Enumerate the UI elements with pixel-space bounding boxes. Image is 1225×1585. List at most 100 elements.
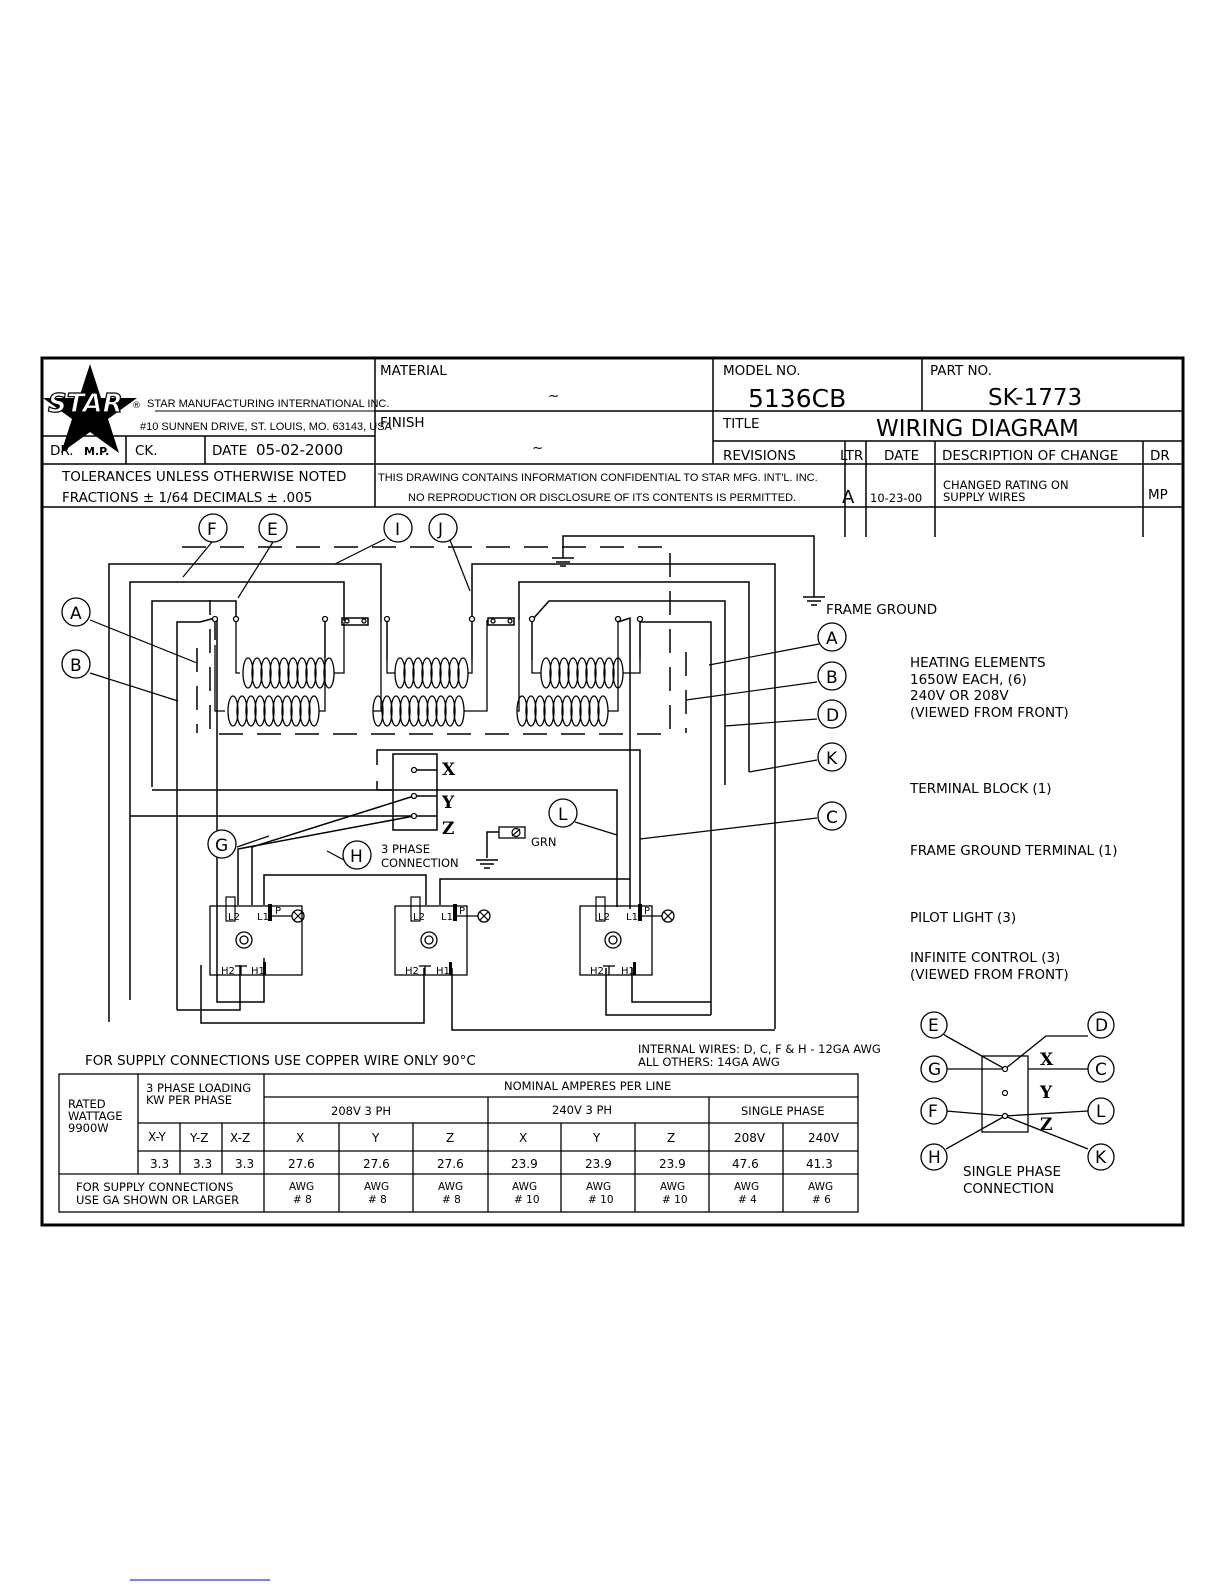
wiring-lines: [108, 535, 815, 1031]
svg-text:# 10: # 10: [662, 1194, 688, 1206]
rated-wattage-value: 9900W: [68, 1121, 109, 1135]
callout-g: G: [207, 829, 237, 859]
svg-text:# 6: # 6: [812, 1194, 831, 1206]
nominal-amperes-header: NOMINAL AMPERES PER LINE: [504, 1079, 671, 1093]
svg-text:L1: L1: [626, 912, 638, 923]
coil-upper-right: [540, 657, 624, 689]
callout-d: D: [817, 699, 847, 729]
svg-text:AWG: AWG: [734, 1181, 759, 1193]
part-number: SK-1773: [988, 385, 1082, 411]
svg-text:L: L: [558, 805, 568, 825]
svg-text:L2: L2: [228, 912, 240, 923]
svg-text:C: C: [826, 808, 838, 828]
awg-sizes: AWG # 8 AWG # 8 AWG # 8 AWG # 10 AWG # 1…: [289, 1181, 833, 1206]
terminal-block-legend: TERMINAL BLOCK (1): [909, 781, 1052, 797]
svg-text:L1: L1: [257, 912, 269, 923]
svg-text:J: J: [437, 520, 443, 540]
revision-desc-line2: SUPPLY WIRES: [943, 490, 1025, 504]
sp-callout-e: E: [920, 1011, 948, 1039]
logo-text: STAR: [48, 389, 123, 419]
group-208v-header: 208V 3 PH: [331, 1104, 391, 1118]
frame-ground-label: FRAME GROUND: [826, 602, 937, 618]
rated-label-line1: RATED: [68, 1097, 106, 1111]
coil-upper-left: [242, 657, 335, 689]
svg-text:K: K: [1095, 1148, 1107, 1168]
finish-label: FINISH: [380, 415, 425, 431]
revision-letter: A: [842, 487, 855, 508]
svg-text:A: A: [70, 604, 82, 624]
dashed-wires: [182, 546, 687, 735]
svg-text:# 4: # 4: [738, 1194, 757, 1206]
callout-b-right: B: [817, 661, 847, 691]
heating-elements-line4: (VIEWED FROM FRONT): [910, 705, 1069, 721]
sp-callout-f: F: [920, 1097, 948, 1125]
awg-row-label-line1: FOR SUPPLY CONNECTIONS: [76, 1180, 233, 1194]
terminal-x-label: X: [442, 760, 456, 780]
svg-text:H1: H1: [251, 966, 265, 977]
svg-text:Y: Y: [371, 1131, 380, 1145]
svg-text:23.9: 23.9: [585, 1157, 612, 1171]
three-phase-label: 3 PHASE: [381, 842, 430, 856]
single-phase-caption-line2: CONNECTION: [963, 1181, 1054, 1197]
frame-ground-terminal-icon: [498, 826, 526, 839]
coil-lower-middle: [372, 695, 465, 727]
svg-text:G: G: [215, 836, 228, 856]
svg-text:P: P: [459, 906, 465, 917]
frame-ground-terminal-legend: FRAME GROUND TERMINAL (1): [910, 843, 1118, 859]
svg-text:H: H: [350, 847, 363, 867]
svg-text:3.3: 3.3: [235, 1157, 254, 1171]
three-phase-connection-label: CONNECTION: [381, 856, 459, 870]
svg-text:# 10: # 10: [588, 1194, 614, 1206]
svg-text:Z: Z: [667, 1131, 675, 1145]
pilot-light-legend: PILOT LIGHT (3): [910, 910, 1016, 926]
confidential-line2: NO REPRODUCTION OR DISCLOSURE OF ITS CON…: [408, 492, 796, 504]
single-phase-z-label: Z: [1040, 1115, 1052, 1135]
infinite-control-legend-line2: (VIEWED FROM FRONT): [910, 967, 1069, 983]
single-phase-caption-line1: SINGLE PHASE: [963, 1164, 1061, 1180]
checked-label: CK.: [135, 443, 158, 459]
single-phase-callouts: E G F H D C L K: [920, 1011, 1115, 1171]
sp-callout-g: G: [920, 1055, 948, 1083]
svg-text:AWG: AWG: [289, 1181, 314, 1193]
svg-text:AWG: AWG: [364, 1181, 389, 1193]
terminal-z-label: Z: [442, 819, 454, 839]
svg-text:H2: H2: [590, 966, 604, 977]
callout-c: C: [817, 801, 847, 831]
confidential-line1: THIS DRAWING CONTAINS INFORMATION CONFID…: [378, 472, 818, 484]
revision-desc-line1: CHANGED RATING ON: [943, 478, 1069, 492]
callout-e: E: [258, 513, 288, 543]
revisions-dr-header: DR: [1150, 448, 1170, 464]
svg-text:X: X: [296, 1131, 304, 1145]
terminal-dots: [211, 615, 644, 820]
company-address: #10 SUNNEN DRIVE, ST. LOUIS, MO. 63143, …: [140, 421, 393, 433]
rating-table-values: 3.3 3.3 3.3 27.6 27.6 27.6 23.9 23.9 23.…: [150, 1157, 833, 1171]
svg-text:Y-Z: Y-Z: [189, 1131, 208, 1145]
internal-wires-note-line2: ALL OTHERS: 14GA AWG: [638, 1055, 780, 1069]
revisions-ltr-header: LTR: [840, 448, 863, 464]
star-logo: STAR ®: [43, 364, 141, 453]
terminal-y-label: Y: [441, 793, 455, 813]
svg-text:H2: H2: [405, 966, 419, 977]
revisions-desc-header: DESCRIPTION OF CHANGE: [942, 448, 1118, 464]
svg-text:F: F: [928, 1102, 938, 1122]
rated-label-line2: WATTAGE: [68, 1109, 123, 1123]
infinite-control-left: [209, 896, 305, 976]
callout-b-left: B: [61, 649, 91, 679]
svg-text:E: E: [928, 1016, 939, 1036]
svg-text:L1: L1: [441, 912, 453, 923]
grn-label: GRN: [531, 835, 557, 849]
svg-text:C: C: [1095, 1060, 1107, 1080]
single-phase-y-label: Y: [1039, 1083, 1053, 1103]
date-label: DATE: [212, 443, 247, 459]
finish-value: ~: [532, 440, 543, 456]
single-phase-connection: [934, 1027, 1089, 1150]
svg-text:AWG: AWG: [586, 1181, 611, 1193]
svg-text:B: B: [70, 656, 82, 676]
drawn-by-value: M.P.: [84, 445, 109, 458]
revision-date: 10-23-00: [870, 491, 922, 505]
svg-text:27.6: 27.6: [437, 1157, 464, 1171]
svg-text:D: D: [1095, 1016, 1108, 1036]
svg-text:X-Z: X-Z: [230, 1131, 250, 1145]
callout-a-left: A: [61, 597, 91, 627]
